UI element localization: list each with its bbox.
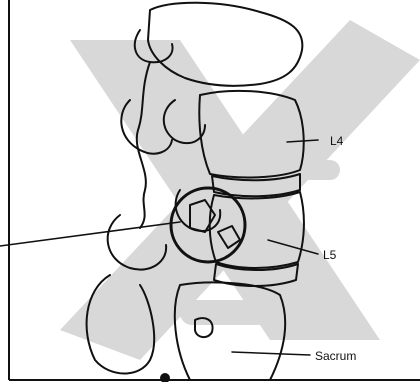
label-l5: L5: [323, 248, 336, 262]
sacrum-dot: [160, 373, 170, 382]
label-l4: L4: [330, 134, 343, 148]
label-sacrum: Sacrum: [315, 349, 356, 363]
watermark-icon: [60, 20, 420, 360]
leader-line-sacrum: [232, 352, 310, 355]
